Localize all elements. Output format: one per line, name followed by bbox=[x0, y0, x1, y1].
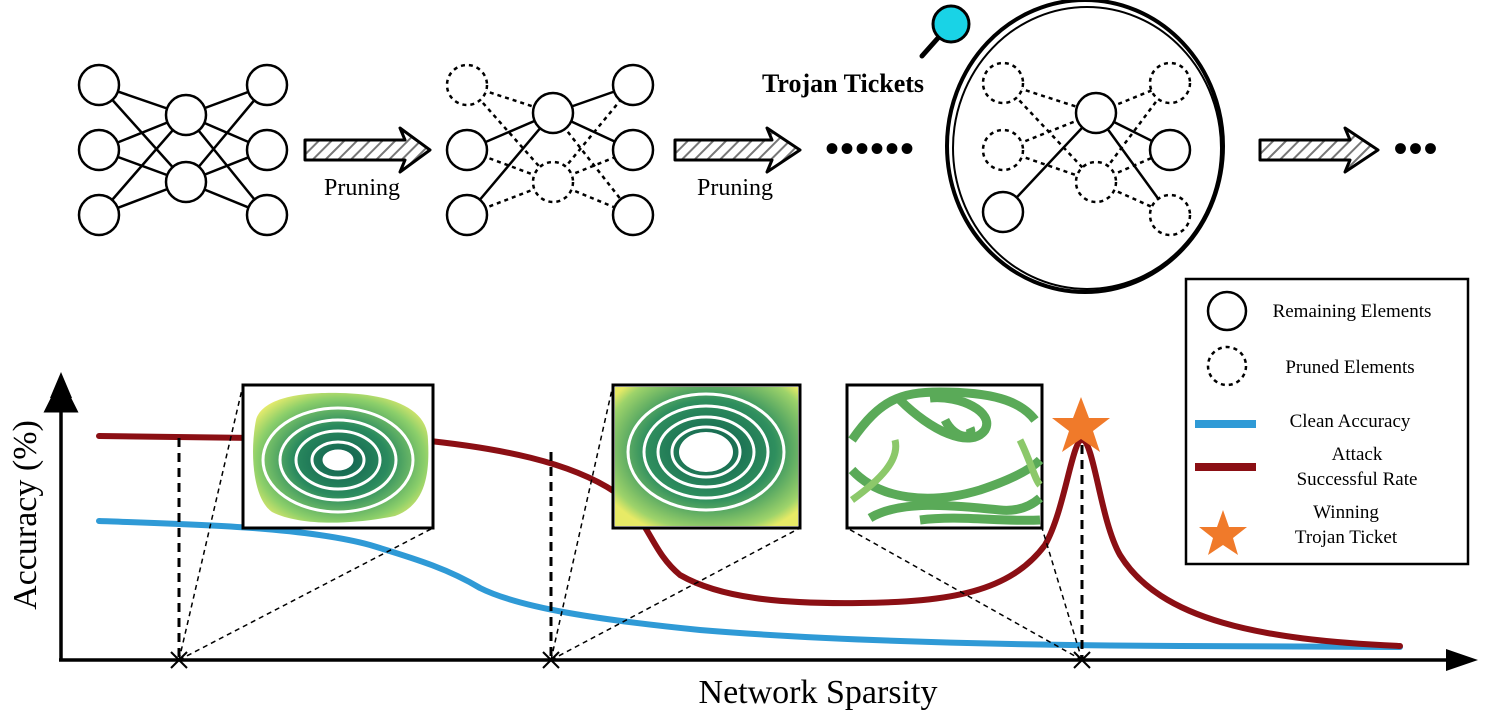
pruned-node bbox=[531, 160, 575, 204]
clean-accuracy-curve bbox=[96, 518, 1403, 650]
node bbox=[245, 128, 289, 172]
node bbox=[1148, 128, 1192, 172]
legend-star-icon bbox=[1199, 510, 1247, 555]
ellipsis-end: ••• bbox=[1393, 126, 1438, 171]
legend-clean-label: Clean Accuracy bbox=[1290, 411, 1411, 432]
legend-remaining-icon bbox=[1206, 290, 1248, 332]
node bbox=[611, 128, 655, 172]
node bbox=[245, 63, 289, 107]
pruned-node bbox=[981, 128, 1025, 172]
x-axis-label: Network Sparsity bbox=[699, 674, 938, 711]
node bbox=[611, 63, 655, 107]
node bbox=[531, 91, 575, 135]
node bbox=[77, 193, 121, 237]
node bbox=[981, 190, 1025, 234]
pruning-label-2: Pruning bbox=[697, 175, 773, 201]
node bbox=[445, 193, 489, 237]
trojan-tickets-title: Trojan Tickets bbox=[762, 69, 924, 98]
loss-landscape-1 bbox=[241, 383, 435, 530]
pruned-node bbox=[1148, 61, 1192, 105]
node bbox=[445, 128, 489, 172]
pruned-node bbox=[1148, 193, 1192, 237]
pruning-arrow-3 bbox=[1258, 126, 1380, 174]
pruning-arrow-2: Pruning bbox=[673, 126, 802, 201]
node bbox=[245, 193, 289, 237]
network-pruned bbox=[445, 63, 655, 237]
node bbox=[77, 128, 121, 172]
loss-landscape-2 bbox=[611, 383, 802, 530]
pruned-node bbox=[1074, 160, 1118, 204]
legend-winning-label-1: Winning bbox=[1313, 502, 1379, 523]
node bbox=[164, 93, 208, 137]
node bbox=[611, 193, 655, 237]
trojan-ticket-network bbox=[945, 0, 1225, 294]
legend: Remaining Elements Pruned Elements Clean… bbox=[1184, 277, 1470, 566]
legend-attack-label-1: Attack bbox=[1332, 444, 1383, 465]
pruned-node bbox=[981, 61, 1025, 105]
y-axis-label: Accuracy (%) bbox=[7, 420, 44, 610]
node bbox=[77, 63, 121, 107]
projection-lines bbox=[178, 384, 1083, 661]
sparsity-markers bbox=[177, 438, 1084, 660]
x-axis-arrowhead bbox=[1446, 649, 1478, 671]
legend-pruned-label: Pruned Elements bbox=[1285, 357, 1414, 378]
pruning-label-1: Pruning bbox=[324, 175, 400, 201]
magnifier-icon bbox=[919, 4, 971, 59]
legend-pruned-icon bbox=[1206, 345, 1248, 387]
legend-attack-label-2: Successful Rate bbox=[1297, 469, 1418, 490]
node bbox=[1074, 91, 1118, 135]
winning-star-icon bbox=[1052, 397, 1110, 452]
pruning-arrow-1: Pruning bbox=[303, 126, 432, 201]
node bbox=[164, 160, 208, 204]
legend-winning-label-2: Trojan Ticket bbox=[1295, 527, 1398, 548]
ellipsis-middle: •••••• bbox=[825, 126, 915, 171]
pruned-node bbox=[445, 63, 489, 107]
y-axis-arrowhead bbox=[50, 372, 72, 398]
loss-landscape-3 bbox=[845, 383, 1044, 530]
legend-remaining-label: Remaining Elements bbox=[1273, 301, 1432, 322]
network-full bbox=[77, 63, 289, 237]
